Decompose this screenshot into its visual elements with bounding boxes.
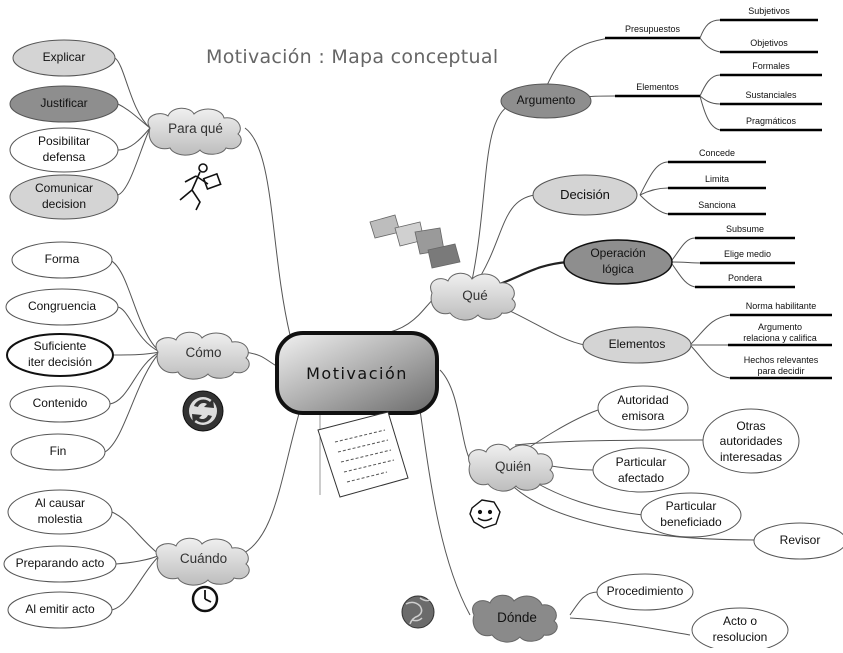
- oval-contenido: [9, 385, 111, 423]
- oval-label-procedimiento: Procedimiento: [606, 584, 684, 599]
- oval-preparando: [3, 545, 117, 583]
- oval-autoridad: [597, 385, 689, 431]
- oval-label-otras: Otras autoridades interesadas: [719, 418, 783, 464]
- oval-label-decision: Decisión: [560, 186, 610, 202]
- oval-label-particular-afectado: Particular afectado: [615, 455, 667, 485]
- label-elementos-arg: Elementos: [636, 82, 679, 92]
- running-man-icon: [179, 163, 222, 211]
- oval-label-posibilitar: Posibilitar defensa: [37, 134, 91, 164]
- cloud-donde: [472, 594, 558, 643]
- label-concede: Concede: [698, 148, 736, 158]
- oval-revisor: [753, 522, 843, 560]
- oval-label-congruencia: Congruencia: [27, 299, 97, 314]
- oval-label-comunicar: Comunicar decision: [34, 181, 94, 211]
- label-objetivos: Objetivos: [750, 38, 788, 48]
- oval-label-explicar: Explicar: [42, 50, 86, 65]
- oval-fin: [10, 433, 106, 471]
- oval-procedimiento: [596, 573, 694, 611]
- page-title: Motivación : Mapa conceptual: [206, 46, 499, 68]
- oval-label-acto: Acto o resolucion: [712, 614, 768, 644]
- label-pondera: Pondera: [727, 273, 763, 283]
- oval-label-particular-beneficiado: Particular beneficiado: [660, 499, 722, 529]
- cloud-nodes: [147, 107, 558, 643]
- cloud-label-para-que: Para qué: [168, 120, 223, 136]
- connector-lines: [104, 19, 756, 636]
- cloud-label-cuando: Cuándo: [179, 550, 228, 566]
- oval-particular-beneficiado: [640, 492, 742, 538]
- oval-justificar: [9, 85, 119, 123]
- oval-label-suficiente: Suficiente iter decisión: [27, 339, 93, 369]
- oval-al-emitir: [7, 591, 113, 629]
- label-underlines: [605, 18, 832, 380]
- cloud-label-como: Cómo: [185, 344, 222, 360]
- center-label: Motivación: [306, 363, 408, 383]
- label-hechos-relevantes: Hechos relevantes para decidir: [743, 355, 819, 377]
- quien-donde-ovals: [592, 385, 843, 653]
- label-sanciona: Sanciona: [698, 200, 736, 210]
- oval-label-contenido: Contenido: [32, 396, 88, 411]
- que-ovals: [500, 83, 692, 364]
- clock-icon: [191, 585, 219, 613]
- oval-argumento: [500, 83, 592, 119]
- oval-operacion: [563, 239, 673, 285]
- cloud-que: [430, 272, 516, 321]
- label-formales: Formales: [752, 61, 790, 71]
- globe-icon: [401, 595, 435, 629]
- label-limita: Limita: [704, 174, 729, 184]
- cloud-para-que: [147, 107, 242, 156]
- label-subjetivos: Subjetivos: [748, 6, 790, 16]
- cloud-label-que: Qué: [462, 287, 488, 303]
- smiley-icon: [469, 499, 501, 529]
- label-norma-habilitante: Norma habilitante: [745, 301, 817, 311]
- oval-label-justificar: Justificar: [40, 96, 88, 111]
- oval-label-al-causar: Al causar molestia: [34, 496, 86, 526]
- oval-forma: [11, 241, 113, 279]
- oval-label-fin: Fin: [49, 444, 67, 459]
- cloud-quien: [468, 443, 554, 492]
- recycle-icon: [182, 390, 224, 432]
- oval-label-revisor: Revisor: [779, 533, 821, 548]
- oval-al-causar: [7, 489, 113, 535]
- document-icon: [317, 411, 409, 498]
- label-pragmaticos: Pragmáticos: [745, 116, 797, 126]
- center-node: [275, 331, 439, 415]
- oval-label-autoridad: Autoridad emisora: [617, 393, 669, 423]
- cloud-label-donde: Dónde: [497, 609, 537, 625]
- oval-label-al-emitir: Al emitir acto: [25, 602, 95, 617]
- left-ovals: [3, 39, 119, 629]
- oval-elementos: [582, 326, 692, 364]
- oval-suficiente: [6, 333, 114, 377]
- oval-label-elementos: Elementos: [608, 337, 666, 352]
- oval-decision: [532, 174, 638, 216]
- oval-label-operacion: Operación lógica: [590, 246, 646, 276]
- label-sustanciales: Sustanciales: [745, 90, 797, 100]
- cloud-label-quien: Quién: [494, 458, 532, 474]
- label-argumento-relaciona: Argumento relaciona y califica: [743, 322, 817, 344]
- oval-explicar: [12, 39, 116, 77]
- oval-posibilitar: [9, 127, 119, 173]
- oval-comunicar: [9, 174, 119, 220]
- oval-label-forma: Forma: [44, 252, 80, 267]
- cloud-cuando: [155, 537, 250, 586]
- cloud-como: [155, 331, 250, 380]
- label-subsume: Subsume: [725, 224, 765, 234]
- oval-label-argumento: Argumento: [516, 93, 576, 108]
- blocks-icon: [369, 214, 461, 269]
- oval-label-preparando: Preparando acto: [15, 556, 105, 571]
- oval-otras: [702, 408, 800, 474]
- oval-congruencia: [5, 288, 119, 326]
- oval-particular-afectado: [592, 447, 690, 493]
- label-elige-medio: Elige medio: [723, 249, 772, 259]
- label-presupuestos: Presupuestos: [624, 24, 681, 34]
